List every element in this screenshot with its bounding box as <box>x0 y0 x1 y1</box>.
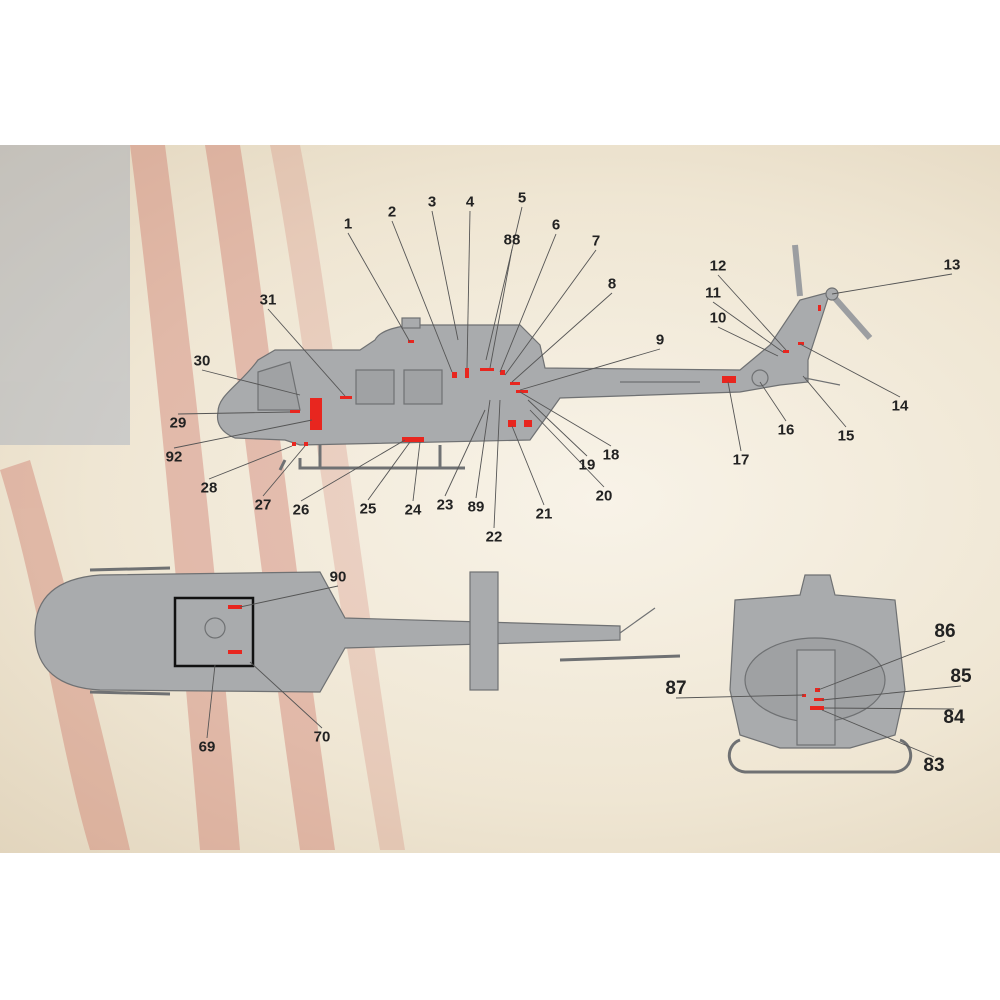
side-view-callout-88: 88 <box>503 231 521 249</box>
leader-line <box>727 381 742 452</box>
side-view-callout-26: 26 <box>292 501 310 519</box>
side-view-callout-19: 19 <box>578 456 596 474</box>
side-view <box>216 244 873 471</box>
side-view-callout-1: 1 <box>343 215 353 233</box>
side-view-callout-24: 24 <box>404 501 422 519</box>
leader-line <box>799 343 901 398</box>
side-view-callout-5: 5 <box>517 189 527 207</box>
leader-line <box>485 206 523 361</box>
leader-line <box>527 399 588 457</box>
side-view-callout-89: 89 <box>467 498 485 516</box>
top-fuselage <box>34 571 621 693</box>
leader-line <box>511 425 545 506</box>
leader-line <box>759 381 787 422</box>
leader-line <box>267 308 346 397</box>
side-view-callout-29: 29 <box>169 414 187 432</box>
side-view-callout-22: 22 <box>485 528 503 546</box>
side-view-callout-13: 13 <box>943 256 961 274</box>
top-view-callout-70: 70 <box>313 728 331 746</box>
leader-line <box>347 232 411 343</box>
side-view-callout-30: 30 <box>193 352 211 370</box>
side-view-callout-15: 15 <box>837 427 855 445</box>
leader-line <box>511 292 613 383</box>
side-view-callout-27: 27 <box>254 496 272 514</box>
side-view-callout-23: 23 <box>436 496 454 514</box>
side-view-callout-10: 10 <box>709 309 727 327</box>
side-view-callout-16: 16 <box>777 421 795 439</box>
leader-line <box>300 439 406 502</box>
leader-line <box>367 441 411 501</box>
leader-line <box>391 220 453 373</box>
side-view-callout-14: 14 <box>891 397 909 415</box>
leader-line <box>821 709 935 758</box>
side-view-callout-6: 6 <box>551 216 561 234</box>
leader-line <box>489 248 513 369</box>
side-view-callout-17: 17 <box>732 451 750 469</box>
side-view-callout-4: 4 <box>465 193 475 211</box>
leader-line <box>444 409 486 497</box>
leader-line <box>173 419 313 449</box>
leader-line <box>201 369 301 396</box>
leader-line <box>208 445 293 480</box>
top-view <box>34 566 681 696</box>
side-view-callout-18: 18 <box>602 446 620 464</box>
leader-line <box>412 441 421 502</box>
leader-line <box>475 399 491 499</box>
front-view-callout-84: 84 <box>943 707 965 728</box>
side-view-callout-2: 2 <box>387 203 397 221</box>
side-view-callout-31: 31 <box>259 291 277 309</box>
leader-line <box>675 694 805 699</box>
front-view <box>727 574 913 774</box>
side-view-callout-3: 3 <box>427 193 437 211</box>
front-view-callout-83: 83 <box>923 755 945 776</box>
top-view-callout-69: 69 <box>198 738 216 756</box>
side-view-callout-8: 8 <box>607 275 617 293</box>
leader-line <box>206 664 216 739</box>
side-view-callout-25: 25 <box>359 500 377 518</box>
leader-line <box>529 409 605 488</box>
leader-line <box>519 348 661 391</box>
leader-line <box>821 685 962 701</box>
side-view-callout-20: 20 <box>595 487 613 505</box>
leader-line <box>717 274 787 351</box>
leader-line <box>823 707 955 710</box>
side-view-callout-9: 9 <box>655 331 665 349</box>
front-view-callout-87: 87 <box>665 678 687 699</box>
leader-line <box>239 585 339 608</box>
leader-line <box>431 210 459 341</box>
leader-line <box>831 273 953 295</box>
leader-line <box>802 375 847 428</box>
leader-line <box>504 249 597 376</box>
side-view-callout-21: 21 <box>535 505 553 523</box>
leader-line <box>249 661 323 729</box>
side-view-callout-92: 92 <box>165 448 183 466</box>
leader-line <box>177 411 291 415</box>
leader-line <box>262 445 306 497</box>
leader-line <box>499 233 557 373</box>
side-view-callout-12: 12 <box>709 257 727 275</box>
side-view-callout-11: 11 <box>705 284 721 302</box>
leader-line <box>519 391 612 447</box>
leader-lines <box>173 206 962 758</box>
leader-line <box>817 640 946 691</box>
front-view-callout-86: 86 <box>934 621 956 642</box>
leader-line <box>493 399 501 529</box>
side-view-callout-28: 28 <box>200 479 218 497</box>
side-view-callout-7: 7 <box>591 232 601 250</box>
leader-line <box>712 301 784 353</box>
leader-line <box>466 210 471 369</box>
front-view-callout-85: 85 <box>950 666 972 687</box>
leader-line <box>717 326 779 357</box>
top-view-callout-90: 90 <box>329 568 347 586</box>
